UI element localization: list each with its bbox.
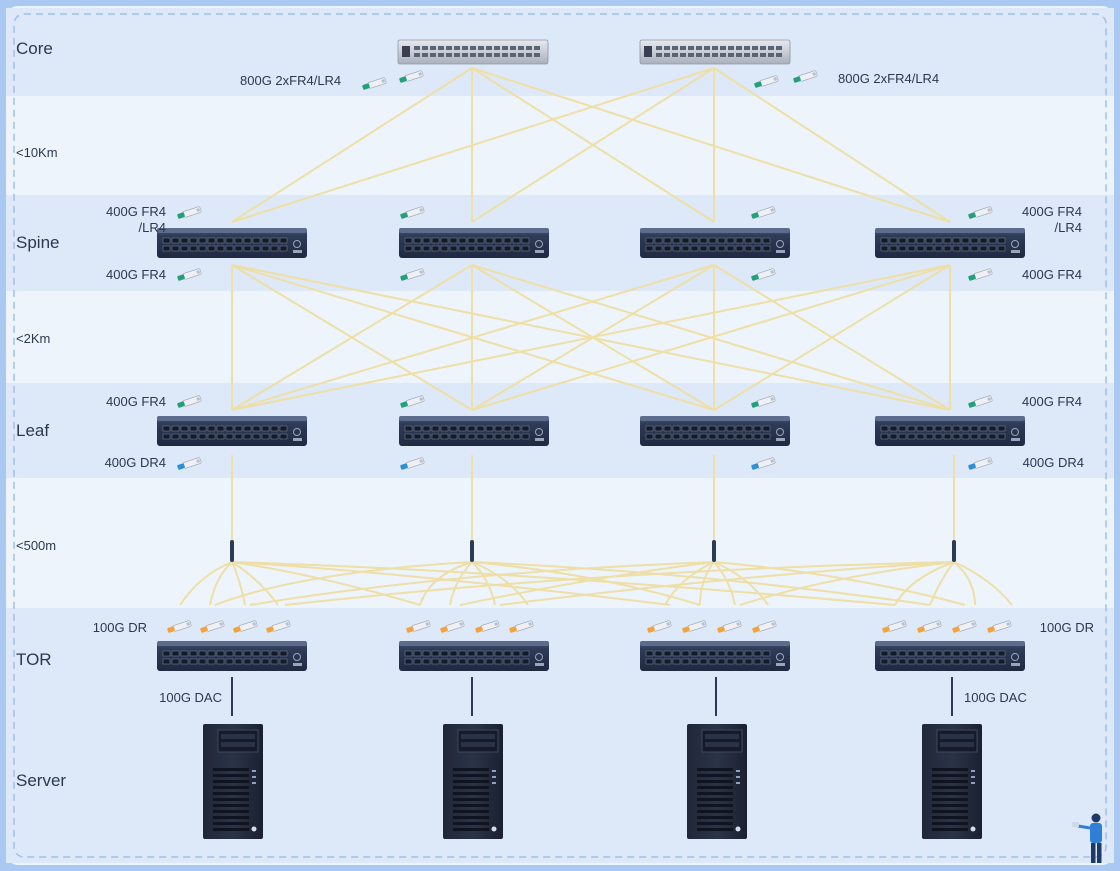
fiber-links [179, 67, 1013, 606]
module-label: 400G FR4 [106, 394, 166, 409]
engineer-figure-icon [1072, 813, 1102, 863]
tor-switch [874, 640, 1026, 672]
server-tower [686, 723, 748, 840]
module-label: 800G 2xFR4/LR4 [240, 73, 341, 88]
tier-labels: Core <10Km Spine <2Km Leaf <500m TOR Ser… [16, 39, 66, 790]
module-label: 100G DR [93, 620, 147, 635]
server-tower [921, 723, 983, 840]
leaf-switch [874, 415, 1026, 447]
leaf-switch [639, 415, 791, 447]
tier-label-server: Server [16, 771, 66, 790]
module-label: 400G DR4 [105, 455, 166, 470]
server-tower [202, 723, 264, 840]
core-switch [397, 39, 549, 65]
leaf-switch [156, 415, 308, 447]
module-label: 400G FR4 [1022, 394, 1082, 409]
module-label: /LR4 [1055, 220, 1082, 235]
core-switch [639, 39, 791, 65]
dashed-frame [13, 13, 1107, 858]
module-label: 100G DAC [964, 690, 1027, 705]
splitter [952, 540, 956, 562]
distance-label: <10Km [16, 145, 58, 160]
splitter [470, 540, 474, 562]
module-label: 400G FR4 [1022, 204, 1082, 219]
tier-label-core: Core [16, 39, 53, 58]
spine-switch [156, 227, 308, 259]
tor-switch [639, 640, 791, 672]
module-labels: 800G 2xFR4/LR4 800G 2xFR4/LR4 400G FR4 /… [93, 71, 1094, 705]
module-label: 400G DR4 [1023, 455, 1084, 470]
leaf-switch [398, 415, 550, 447]
tier-label-tor: TOR [16, 650, 52, 669]
tier-label-spine: Spine [16, 233, 59, 252]
spine-switch [398, 227, 550, 259]
module-label: /LR4 [139, 220, 166, 235]
splitter [230, 540, 234, 562]
splitter [712, 540, 716, 562]
server-tower [442, 723, 504, 840]
tier-label-leaf: Leaf [16, 421, 49, 440]
distance-label: <500m [16, 538, 56, 553]
module-label: 400G FR4 [1022, 267, 1082, 282]
breakout-splitters [230, 540, 956, 562]
dac-cables [231, 677, 953, 716]
tor-switch [156, 640, 308, 672]
band-core [6, 8, 1114, 96]
module-label: 400G FR4 [106, 267, 166, 282]
module-label: 800G 2xFR4/LR4 [838, 71, 939, 86]
module-label: 100G DR [1040, 620, 1094, 635]
spine-switch [874, 227, 1026, 259]
spine-switch [639, 227, 791, 259]
tor-switch [398, 640, 550, 672]
distance-label: <2Km [16, 331, 50, 346]
module-label: 100G DAC [159, 690, 222, 705]
module-label: 400G FR4 [106, 204, 166, 219]
